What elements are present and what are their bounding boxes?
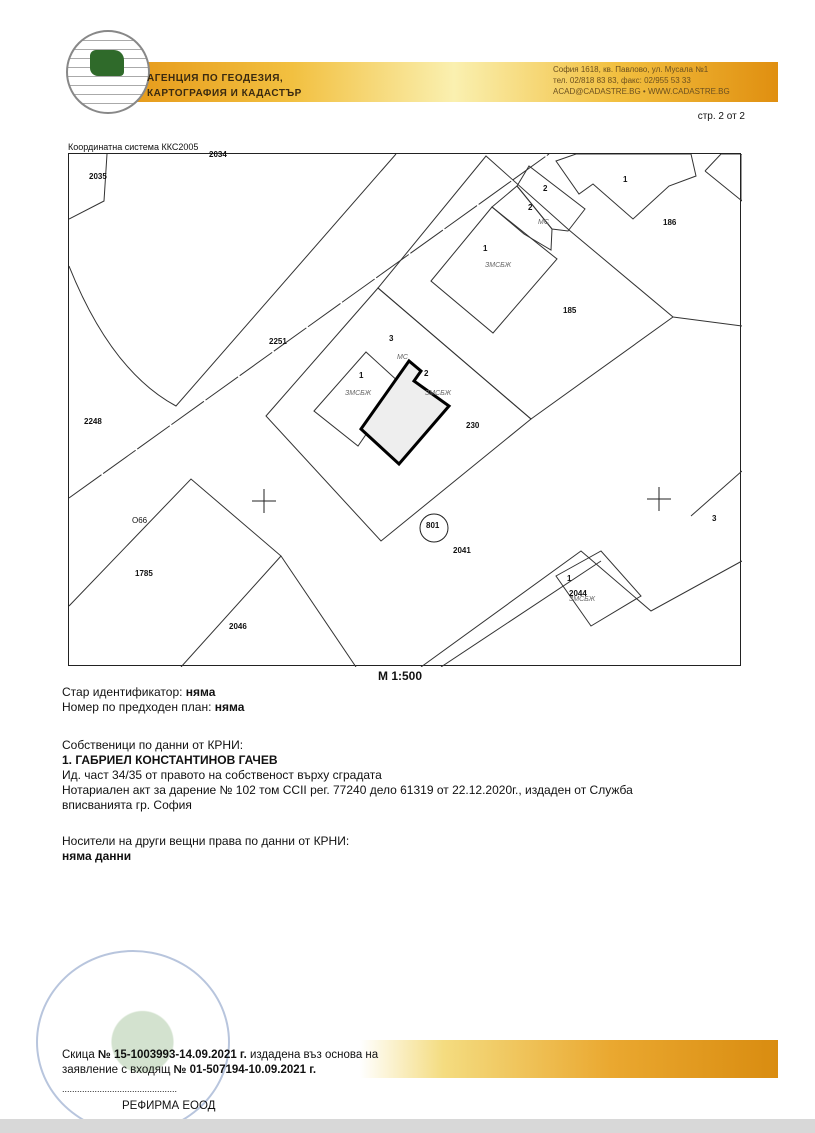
other-rights-value: няма данни	[62, 849, 132, 863]
parcel-label: 1785	[135, 569, 153, 578]
usage-label: ЗМСБЖ	[569, 596, 596, 603]
parcel-2041-boundary	[420, 550, 742, 667]
old-id-label: Стар идентификатор:	[62, 685, 186, 699]
survey-cross-icon	[252, 489, 276, 513]
footer-band	[360, 1040, 778, 1078]
usage-label: МС	[397, 354, 408, 361]
parcel-right-boundary	[690, 470, 742, 517]
quarter-circle	[419, 513, 449, 543]
map-drawing	[69, 154, 742, 667]
old-id-value: няма	[185, 685, 216, 699]
cadastral-map: 2035 2034 2251 2248 185 186 230 1785 204…	[68, 150, 742, 667]
building-label: 2	[424, 369, 429, 378]
parcel-185	[377, 155, 674, 420]
agency-logo	[66, 30, 150, 114]
old-identifier: Стар идентификатор: няма	[62, 685, 215, 700]
building-label: 2	[528, 203, 533, 212]
sketch-number: № 15-1003993-14.09.2021 г.	[97, 1049, 247, 1061]
sketch-suffix: издадена въз основа на	[246, 1049, 379, 1061]
prev-plan-label: Номер по предходен план:	[62, 700, 215, 714]
contact-phone: тел. 02/818 83 83, факс: 02/955 53 33	[553, 76, 691, 85]
usage-label: МС	[538, 219, 549, 226]
header-band	[130, 62, 778, 102]
parcel-edge-right	[704, 154, 742, 202]
parcel-2035-boundary	[69, 154, 108, 220]
building-label: 1	[359, 371, 364, 380]
map-scale: М 1:500	[378, 669, 423, 683]
parcel-label: 2041	[453, 546, 471, 555]
parcel-186-boundary	[672, 316, 742, 327]
parcel-label: 2035	[89, 172, 107, 181]
parcel-2248-boundary	[69, 154, 397, 407]
prev-plan-value: няма	[214, 700, 245, 714]
building-185-2a	[491, 185, 553, 251]
viewer-bottom-bar	[0, 1119, 815, 1133]
owner-name: 1. ГАБРИЕЛ КОНСТАНТИНОВ ГАЧЕВ	[62, 753, 278, 767]
building-185-2b	[516, 165, 586, 232]
bulgaria-map-icon	[90, 50, 124, 76]
coordinate-system: Координатна система ККС2005	[68, 142, 199, 152]
building-label: 1	[483, 244, 488, 253]
parcel-label: 230	[466, 421, 480, 430]
quarter-number: 801	[426, 521, 440, 530]
other-rights-heading: Носители на други вещни права по данни о…	[62, 834, 350, 848]
building-230-2-selected	[359, 358, 452, 467]
building-label: 2	[543, 184, 548, 193]
parcel-1785-boundary	[69, 478, 282, 667]
signer-name: РЕФИРМА ЕООД	[122, 1100, 216, 1112]
building-2044	[555, 550, 642, 627]
contact-web: ACAD@CADASTRE.BG • WWW.CADASTRE.BG	[553, 87, 730, 96]
parcel-label: 2034	[209, 150, 227, 159]
agency-contact: София 1618, кв. Павлово, ул. Мусала №1 т…	[553, 64, 730, 97]
parcel-label: 185	[563, 306, 577, 315]
building-label: 1	[567, 574, 572, 583]
usage-label: ЗМСБЖ	[425, 390, 452, 397]
building-label: 3	[712, 514, 717, 523]
request-line: заявление с входящ № 01-507194-10.09.202…	[62, 1064, 316, 1076]
survey-cross-icon	[647, 487, 671, 511]
parcel-label: 186	[663, 218, 677, 227]
parcel-label: 2044	[569, 589, 587, 598]
parcel-2046-boundary	[280, 555, 357, 667]
parcel-2041-edge	[440, 560, 602, 667]
owner-share: Ид. част 34/35 от правото на собственост…	[62, 768, 382, 782]
usage-label: ЗМСБЖ	[345, 390, 372, 397]
parcel-186-building	[555, 154, 697, 220]
building-label: 1	[623, 175, 628, 184]
page-number: стр. 2 от 2	[697, 111, 745, 122]
parcel-label: 2251	[269, 337, 287, 346]
road-edge	[69, 154, 550, 499]
agency-line-2: КАРТОГРАФИЯ И КАДАСТЪР	[147, 88, 302, 99]
point-label: О66	[132, 516, 148, 525]
building-label: 3	[389, 334, 394, 343]
parcel-label: 2046	[229, 622, 247, 631]
parcel-label: 2248	[84, 417, 102, 426]
owner-deed: Нотариален акт за дарение № 102 том CCII…	[62, 783, 633, 797]
signature-line: ........................................…	[62, 1084, 178, 1094]
previous-plan-number: Номер по предходен план: няма	[62, 700, 244, 715]
sketch-number-line: Скица № 15-1003993-14.09.2021 г. издаден…	[62, 1049, 378, 1061]
usage-label: ЗМСБЖ	[485, 262, 512, 269]
sketch-prefix: Скица	[62, 1049, 98, 1061]
agency-name: АГЕНЦИЯ ПО ГЕОДЕЗИЯ, КАРТОГРАФИЯ И КАДАС…	[147, 71, 302, 101]
owner-deed-cont: вписванията гр. София	[62, 798, 192, 812]
building-185-1	[430, 206, 558, 334]
owners-heading: Собственици по данни от КРНИ:	[62, 738, 244, 752]
agency-line-1: АГЕНЦИЯ ПО ГЕОДЕЗИЯ,	[147, 73, 284, 84]
contact-address: София 1618, кв. Павлово, ул. Мусала №1	[553, 65, 709, 74]
request-prefix: заявление с входящ	[62, 1064, 174, 1076]
request-number: № 01-507194-10.09.2021 г.	[173, 1064, 317, 1076]
